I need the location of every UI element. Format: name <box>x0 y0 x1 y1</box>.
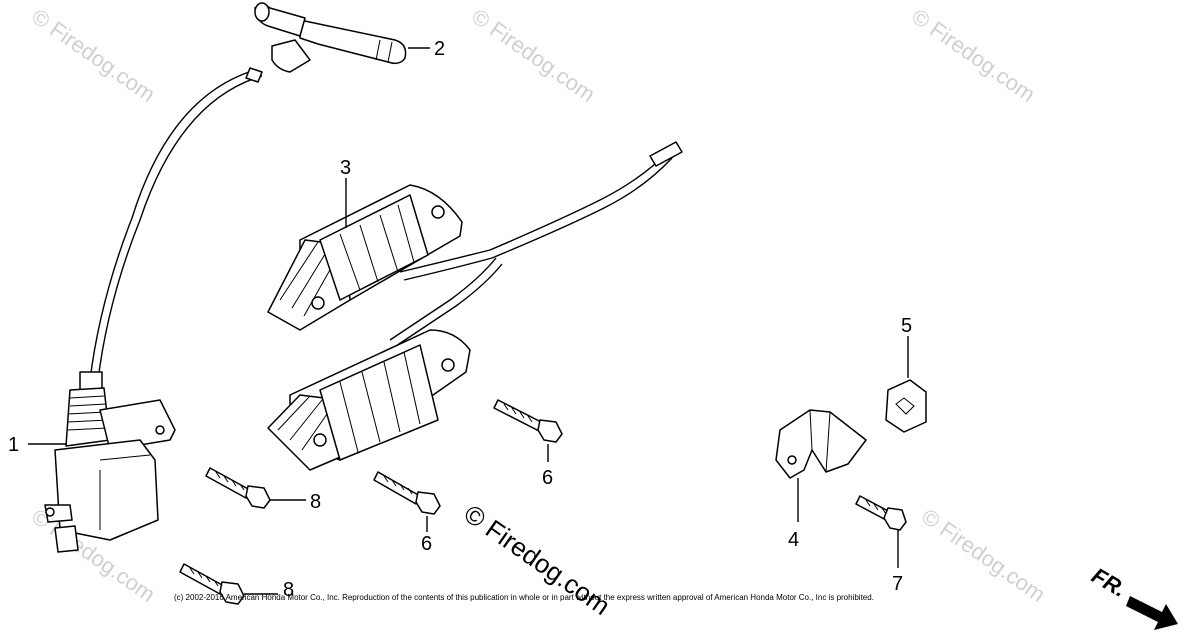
copyright-notice: (c) 2002-2016 American Honda Motor Co., … <box>174 593 874 602</box>
coil-wires <box>389 141 683 347</box>
bracket <box>775 409 867 479</box>
ignition-coil <box>44 67 263 553</box>
callout-2: 2 <box>434 38 445 60</box>
grommet <box>885 379 927 433</box>
watermark: © Firedog.com <box>467 4 600 107</box>
flange-bolt-8a <box>205 467 271 509</box>
flange-bolt-8b <box>179 563 245 605</box>
flange-bolt-7 <box>855 495 907 531</box>
watermark-center: © Firedog.com <box>459 498 616 621</box>
callout-4: 4 <box>788 529 799 551</box>
callout-8: 8 <box>310 491 321 513</box>
flange-bolt-6b <box>373 471 441 515</box>
arrow-icon <box>1126 596 1178 630</box>
direction-label: FR. <box>1088 563 1131 602</box>
front-direction-indicator: FR. <box>1088 563 1178 630</box>
watermark: © Firedog.com <box>917 504 1050 607</box>
spark-plug-cap <box>254 2 407 73</box>
callout-8b: 8 <box>283 579 294 601</box>
callout-6: 6 <box>542 467 553 489</box>
callout-5: 5 <box>901 315 912 337</box>
flange-bolt-6a <box>493 399 563 443</box>
callout-1: 1 <box>8 434 19 456</box>
callout-3: 3 <box>340 157 351 179</box>
callout-6b: 6 <box>421 533 432 555</box>
charge-coil-upper <box>267 184 463 331</box>
charge-coil-lower <box>267 329 471 471</box>
callout-7: 7 <box>892 573 903 595</box>
watermark: © Firedog.com <box>27 4 160 107</box>
watermark: © Firedog.com <box>907 4 1040 107</box>
